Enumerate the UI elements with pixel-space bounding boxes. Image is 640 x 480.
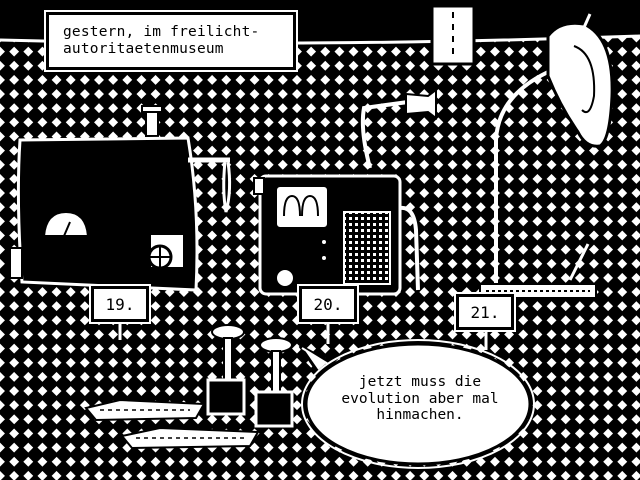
exhibit-19-machine xyxy=(9,105,232,292)
dialogue-text: jetzt muss die evolution aber mal hinmac… xyxy=(341,374,499,423)
exhibit-21-ear xyxy=(479,13,614,299)
speech-bubble xyxy=(298,339,535,469)
pillar-prop xyxy=(430,4,476,66)
exhibit-label-21[interactable]: 21. xyxy=(456,294,514,330)
narration-box: gestern, im freilicht- autoritaetenmuseu… xyxy=(46,12,296,70)
exhibit-label-20[interactable]: 20. xyxy=(299,286,357,322)
exhibit-label-19[interactable]: 19. xyxy=(91,286,149,322)
exhibit-20-radio xyxy=(253,88,437,296)
player-character xyxy=(84,324,294,450)
narration-text: gestern, im freilicht- autoritaetenmuseu… xyxy=(63,24,260,57)
